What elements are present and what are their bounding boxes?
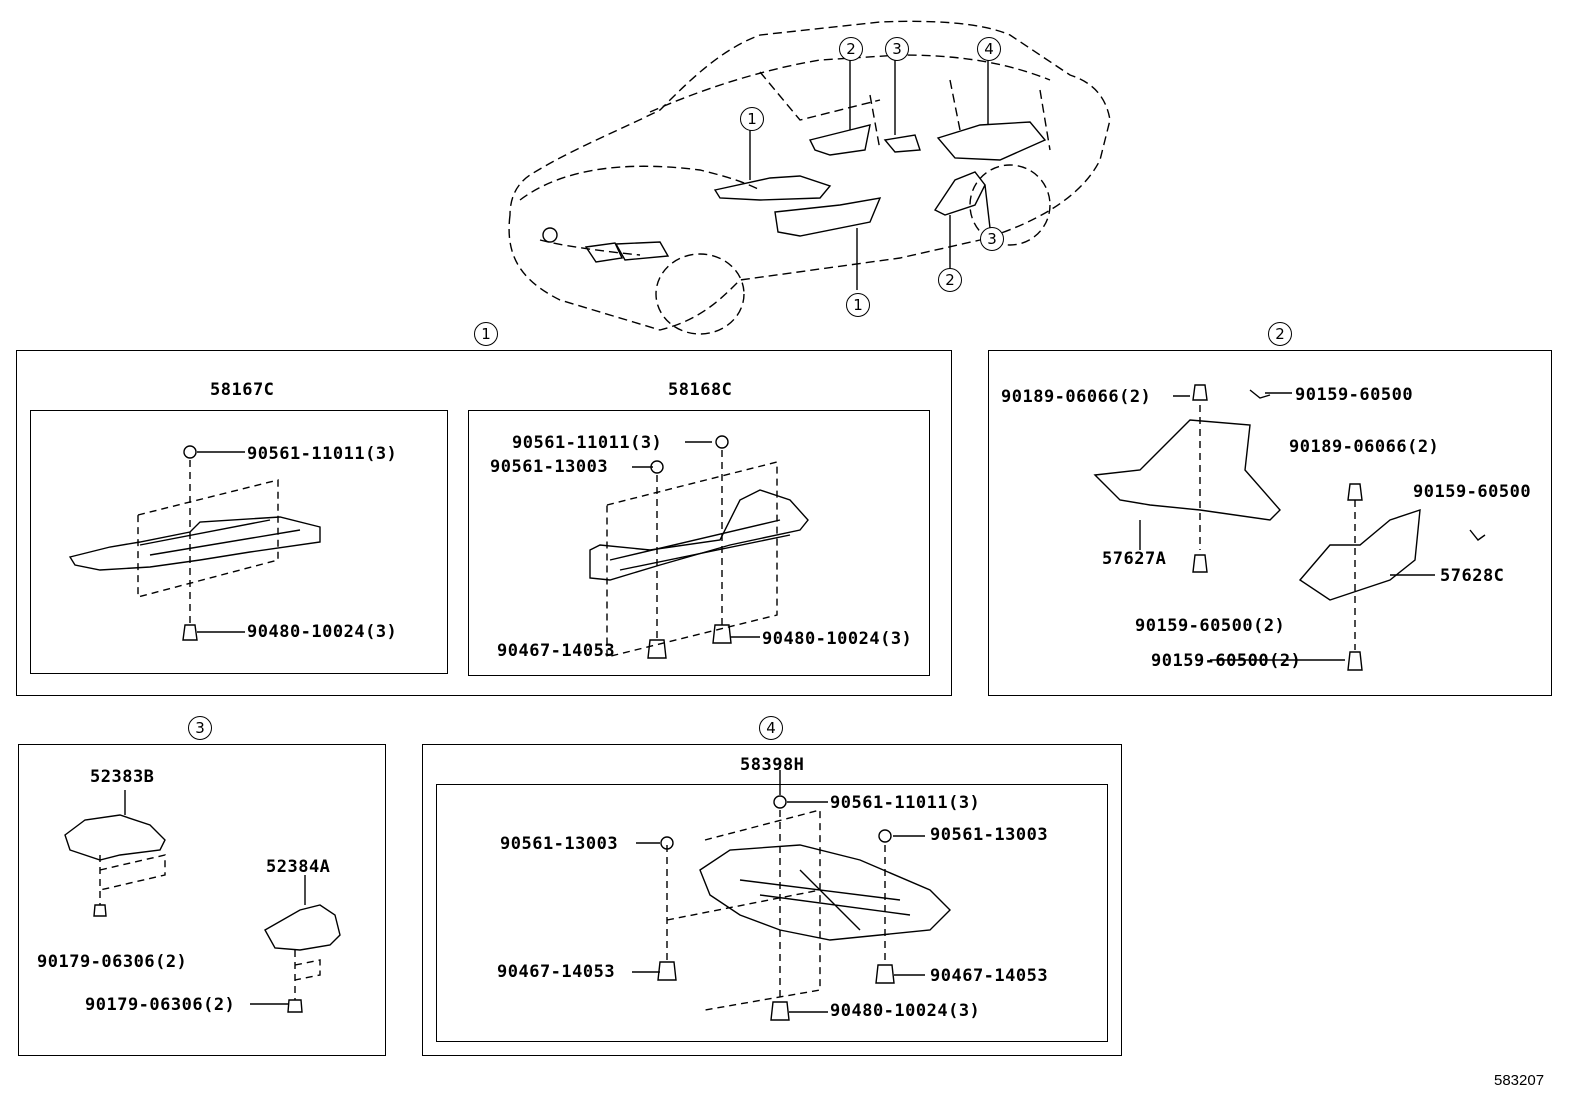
fastener-label: 90561-13003 (490, 457, 609, 477)
fastener-label: 90159-60500 (1413, 482, 1532, 502)
section-2-heading: 2 (1268, 322, 1292, 346)
part-58167C-drawing (68, 445, 321, 641)
fastener-label: 90561-13003 (500, 834, 619, 854)
fastener-label: 90467-14053 (930, 966, 1049, 986)
part-58168C-drawing (589, 435, 809, 659)
callout-1-bottom: 1 (846, 293, 870, 317)
section-1-frame (16, 350, 952, 696)
figure-id: 583207 (1494, 1072, 1545, 1089)
section-2-frame (988, 350, 1552, 696)
part-57627A-57628C-drawing (1093, 384, 1486, 671)
section-1-left-panel (30, 410, 448, 674)
part-58168C-label: 58168C (668, 380, 733, 400)
part-58398H-label: 58398H (740, 755, 805, 775)
fastener-label: 90467-14053 (497, 962, 616, 982)
fastener-label: 90159-60500(2) (1135, 616, 1286, 636)
fastener-label: 90480-10024(3) (247, 622, 398, 642)
section-1-right-panel (468, 410, 930, 676)
callout-3-top: 3 (885, 37, 909, 61)
section-4-frame (422, 744, 1122, 1056)
part-52384A-label: 52384A (266, 857, 331, 877)
part-52383B-52384A-drawing (64, 790, 341, 1013)
callout-2-top: 2 (839, 37, 863, 61)
callout-1-top: 1 (740, 107, 764, 131)
fastener-label: 90189-06066(2) (1001, 387, 1152, 407)
section-4-panel (436, 784, 1108, 1042)
callout-3-bottom: 3 (980, 227, 1004, 251)
fastener-label: 90561-11011(3) (247, 444, 398, 464)
fastener-label: 90561-11011(3) (512, 433, 663, 453)
section-3-frame (18, 744, 386, 1056)
callout-2-bottom: 2 (938, 268, 962, 292)
section-1-heading: 1 (474, 322, 498, 346)
section-4-heading: 4 (759, 716, 783, 740)
part-58167C-label: 58167C (210, 380, 275, 400)
fastener-label: 90467-14053 (497, 641, 616, 661)
section-3-heading: 3 (188, 716, 212, 740)
part-58398H-drawing (632, 770, 951, 1021)
fastener-label: 90480-10024(3) (830, 1001, 981, 1021)
fastener-label: 90189-06066(2) (1289, 437, 1440, 457)
fastener-label: 90179-06306(2) (37, 952, 188, 972)
part-57627A-label: 57627A (1102, 549, 1167, 569)
part-57628C-label: 57628C (1440, 566, 1505, 586)
fastener-label: 90159-60500(2) (1151, 651, 1302, 671)
part-52383B-label: 52383B (90, 767, 155, 787)
fastener-label: 90179-06306(2) (85, 995, 236, 1015)
car-overview-illustration (508, 20, 1111, 335)
fastener-label: 90480-10024(3) (762, 629, 913, 649)
fastener-label: 90561-13003 (930, 825, 1049, 845)
callout-4-top: 4 (977, 37, 1001, 61)
fastener-label: 90159-60500 (1295, 385, 1414, 405)
fastener-label: 90561-11011(3) (830, 793, 981, 813)
